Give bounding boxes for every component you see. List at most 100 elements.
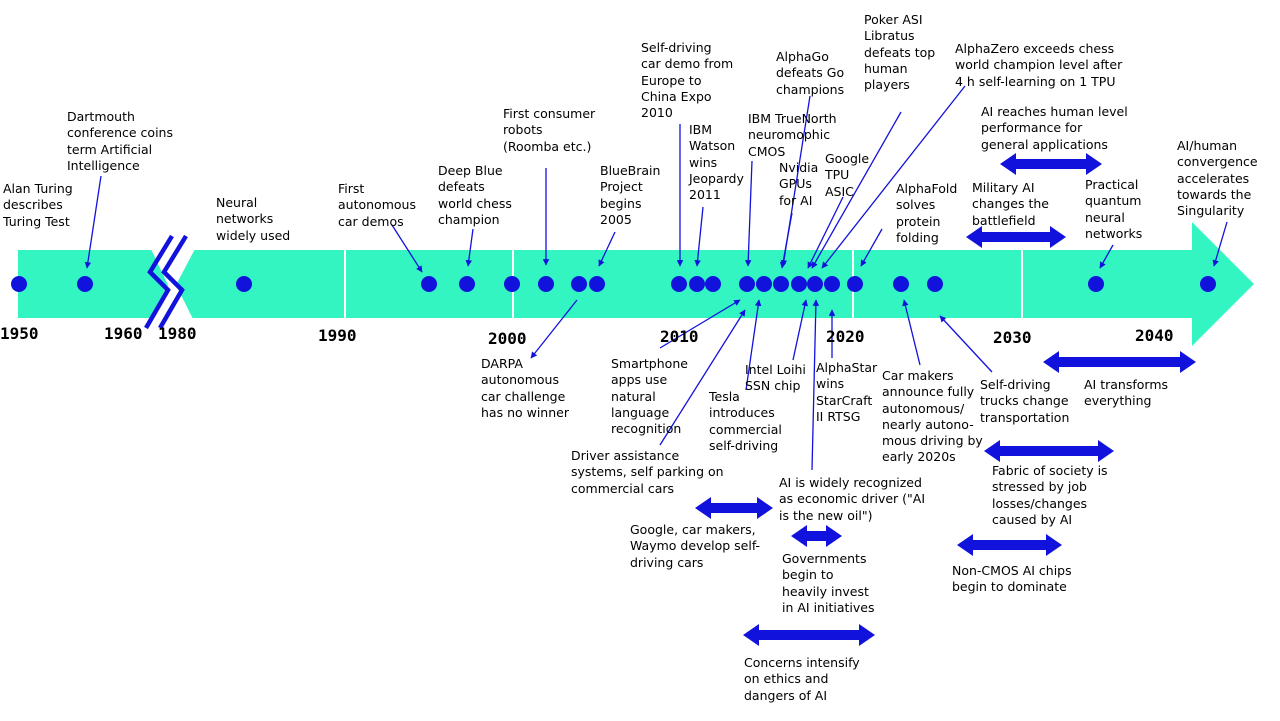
event-label-self-driving-trucks: Self-driving trucks change transportatio…	[980, 377, 1070, 425]
range-arrow-non-cmos	[957, 534, 1062, 556]
year-1950: 1950	[0, 324, 39, 343]
event-marker	[927, 276, 943, 292]
event-marker	[756, 276, 772, 292]
timeline-band	[18, 222, 1254, 346]
event-marker	[893, 276, 909, 292]
leader-line	[659, 309, 746, 446]
year-2040: 2040	[1135, 326, 1174, 345]
event-label-nvidia-gpus: Nvidia GPUs for AI	[779, 160, 819, 208]
leader-line	[465, 228, 474, 267]
year-2010: 2010	[660, 327, 699, 346]
event-marker	[77, 276, 93, 292]
event-marker	[589, 276, 605, 292]
leader-line	[744, 160, 753, 267]
event-label-darpa-challenge: DARPA autonomous car challenge has no wi…	[481, 356, 569, 420]
leader-line	[694, 206, 704, 267]
event-label-alphafold: AlphaFold solves protein folding	[896, 181, 958, 245]
event-label-quantum-nn: Practical quantum neural networks	[1085, 177, 1143, 241]
event-label-dartmouth: Dartmouth conference coins term Artifici…	[67, 109, 173, 173]
event-marker	[459, 276, 475, 292]
year-2000: 2000	[488, 329, 527, 348]
event-label-ai-transforms: AI transforms everything	[1084, 377, 1169, 409]
leader-line	[391, 224, 423, 273]
event-label-neural-networks: Neural networks widely used	[216, 195, 291, 243]
event-marker	[236, 276, 252, 292]
event-label-intel-loihi: Intel Loihi SSN chip	[745, 362, 806, 394]
range-arrow-waymo	[695, 497, 773, 519]
leader-line	[902, 299, 921, 366]
event-label-singularity: AI/human convergence accelerates towards…	[1177, 138, 1258, 219]
event-label-society-stressed: Fabric of society is stressed by job los…	[992, 463, 1108, 527]
event-label-economic-driver: AI is widely recognized as economic driv…	[779, 475, 926, 523]
event-marker	[689, 276, 705, 292]
leader-line	[1099, 244, 1114, 269]
event-label-first-autonomous-car: First autonomous car demos	[338, 181, 416, 229]
leader-line	[659, 299, 741, 349]
leader-line	[860, 228, 883, 267]
leader-line	[530, 299, 578, 359]
leader-line	[84, 175, 102, 269]
leader-line	[939, 315, 993, 373]
event-marker	[705, 276, 721, 292]
range-arrow-governments	[791, 525, 842, 547]
leader-line	[745, 299, 762, 391]
event-label-consumer-robots: First consumer robots (Roomba etc.)	[503, 106, 596, 154]
range-arrow-military-ai	[966, 226, 1066, 248]
event-marker	[421, 276, 437, 292]
leader-line	[811, 299, 820, 471]
event-marker	[807, 276, 823, 292]
leader-line	[792, 299, 808, 361]
event-label-non-cmos-chips: Non-CMOS AI chips begin to dominate	[952, 563, 1072, 595]
event-marker	[571, 276, 587, 292]
event-label-alphazero: AlphaZero exceeds chess world champion l…	[955, 41, 1123, 89]
event-label-europe-china-drive: Self-driving car demo from Europe to Chi…	[641, 40, 734, 121]
event-marker	[791, 276, 807, 292]
event-label-waymo: Google, car makers, Waymo develop self- …	[630, 522, 761, 570]
event-marker	[504, 276, 520, 292]
range-arrow-human-level-ai	[1000, 153, 1102, 175]
event-marker	[847, 276, 863, 292]
leader-line	[598, 231, 616, 267]
event-label-truenorth: IBM TrueNorth neuromophic CMOS	[748, 111, 837, 159]
year-2020: 2020	[826, 327, 865, 346]
event-marker	[824, 276, 840, 292]
event-marker	[1200, 276, 1216, 292]
event-label-alphago: AlphaGo defeats Go champions	[776, 49, 845, 97]
year-1960: 1960	[104, 324, 143, 343]
event-label-google-tpu: Google TPU ASIC	[825, 151, 870, 199]
leader-line	[807, 196, 844, 269]
leader-line	[779, 212, 793, 269]
event-label-military-ai: Military AI changes the battlefield	[972, 180, 1050, 228]
event-marker	[671, 276, 687, 292]
range-arrow-ethics	[743, 624, 875, 646]
event-label-ethics: Concerns intensify on ethics and dangers…	[744, 655, 860, 703]
year-2030: 2030	[993, 328, 1032, 347]
event-label-human-level-ai: AI reaches human level performance for g…	[981, 104, 1128, 152]
range-arrow-ai-transforms	[1043, 351, 1196, 373]
event-label-driver-assistance: Driver assistance systems, self parking …	[571, 448, 724, 496]
event-marker	[773, 276, 789, 292]
leader-line	[811, 111, 902, 269]
event-label-smartphone-nlp: Smartphone apps use natural language rec…	[611, 356, 688, 437]
event-label-alphastar: AlphaStar wins StarCraft II RTSG	[816, 360, 878, 424]
range-arrow-society	[984, 440, 1114, 462]
event-marker	[1088, 276, 1104, 292]
event-label-bluebrain: BlueBrain Project begins 2005	[600, 163, 661, 227]
leader-line	[1212, 221, 1228, 267]
year-1990: 1990	[318, 326, 357, 345]
event-label-car-makers: Car makers announce fully autonomous/ ne…	[882, 368, 983, 465]
event-label-deep-blue: Deep Blue defeats world chess champion	[438, 163, 512, 227]
event-label-turing-test: Alan Turing describes Turing Test	[3, 181, 73, 229]
leader-line	[821, 85, 966, 269]
event-marker	[11, 276, 27, 292]
event-label-libratus: Poker ASI Libratus defeats top human pla…	[864, 12, 936, 93]
event-label-governments: Governments begin to heavily invest in A…	[782, 551, 875, 615]
event-marker	[538, 276, 554, 292]
event-label-tesla: Tesla introduces commercial self-driving	[709, 389, 782, 453]
event-marker	[739, 276, 755, 292]
event-label-watson: IBM Watson wins Jeopardy 2011	[689, 122, 744, 203]
year-1980: 1980	[158, 324, 197, 343]
axis-break-mark	[144, 234, 188, 330]
